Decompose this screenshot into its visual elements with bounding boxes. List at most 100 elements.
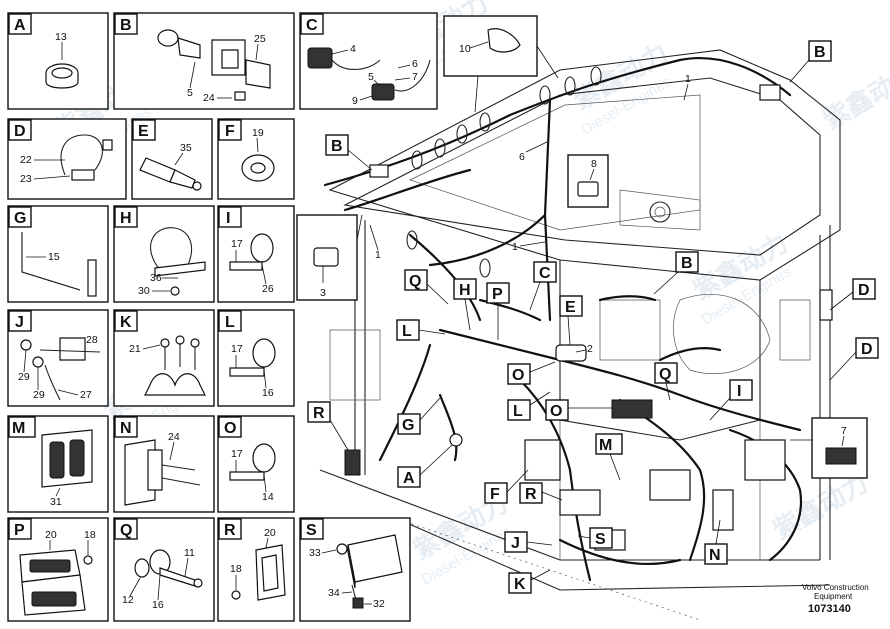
main-part-numbers: 1 1 1 6 2 (369, 73, 691, 355)
svg-text:B: B (681, 255, 693, 272)
panel-h: H 36 30 (113, 205, 215, 303)
svg-text:L: L (402, 323, 412, 340)
svg-text:16: 16 (152, 599, 164, 611)
callout-c: C (529, 261, 557, 311)
callout-s: S (577, 527, 613, 549)
svg-text:33: 33 (309, 547, 321, 559)
callout-r: R (519, 482, 563, 504)
svg-text:16: 16 (262, 387, 274, 399)
svg-text:19: 19 (252, 127, 264, 139)
panel-tag: K (120, 314, 132, 331)
panel-g: G 15 (7, 205, 109, 303)
panel-tag: P (14, 522, 25, 539)
callout-k: K (508, 569, 551, 594)
svg-text:E: E (565, 299, 576, 316)
svg-text:11: 11 (184, 547, 195, 559)
callout-g: G (397, 397, 441, 435)
main-number-label: 6 (519, 151, 525, 163)
panel-r: R 20 18 (217, 517, 295, 622)
panel-tag: L (225, 314, 235, 331)
svg-text:24: 24 (203, 92, 215, 104)
panel-o: O 17 14 (217, 415, 295, 513)
panel-q: Q 11 12 16 (113, 517, 215, 622)
svg-text:O: O (512, 367, 524, 384)
svg-text:5: 5 (187, 87, 193, 99)
svg-text:I: I (737, 383, 741, 400)
svg-text:R: R (525, 486, 537, 503)
svg-text:20: 20 (45, 529, 57, 541)
callout-b: B (325, 134, 373, 171)
panel-tag: B (120, 17, 132, 34)
main-number-label: 1 (685, 73, 691, 85)
svg-text:21: 21 (129, 343, 141, 355)
svg-text:32: 32 (373, 598, 385, 610)
svg-text:B: B (814, 44, 826, 61)
panel-tag: Q (120, 522, 132, 539)
svg-text:J: J (511, 535, 520, 552)
main-number-label: 1 (512, 241, 518, 253)
wiring-harness (323, 56, 833, 582)
svg-text:D: D (858, 282, 870, 299)
main-number-label: 2 (587, 343, 593, 355)
svg-text:34: 34 (328, 587, 340, 599)
callout-d: D (829, 278, 876, 311)
panel-p: P 20 18 (7, 517, 109, 622)
svg-text:17: 17 (231, 238, 243, 250)
callout-q: Q (404, 269, 449, 305)
panel-j: J 28 29 29 27 (7, 309, 109, 407)
callout-e: E (559, 295, 583, 346)
callout-l: L (507, 391, 551, 421)
panel-tag: J (15, 314, 24, 331)
callout-o: O (545, 399, 612, 421)
svg-text:17: 17 (231, 448, 243, 460)
callout-b: B (789, 40, 832, 83)
callout-f: F (484, 469, 529, 504)
svg-text:29: 29 (33, 389, 45, 401)
svg-text:29: 29 (18, 371, 30, 383)
panel-f: F 19 (217, 118, 295, 200)
panel-tag: A (14, 17, 26, 34)
svg-text:R: R (313, 405, 325, 422)
panel-n: N 24 (113, 415, 215, 513)
svg-text:A: A (403, 470, 415, 487)
svg-text:26: 26 (262, 283, 274, 295)
svg-text:15: 15 (48, 251, 60, 263)
panel-tag: I (226, 210, 230, 227)
svg-text:8: 8 (591, 158, 597, 170)
svg-text:5: 5 (368, 71, 374, 83)
callout-a: A (397, 444, 453, 488)
panel-d: D 22 23 (7, 118, 127, 200)
panel-c: C 4 6 7 9 5 (299, 12, 438, 110)
svg-text:B: B (331, 138, 343, 155)
svg-text:13: 13 (55, 31, 67, 43)
svg-text:Q: Q (409, 273, 421, 290)
panel-tag: O (224, 420, 236, 437)
panel-tag: G (14, 210, 26, 227)
svg-text:S: S (595, 531, 606, 548)
detail-box-7: 7 (790, 417, 868, 479)
svg-text:12: 12 (122, 594, 134, 606)
svg-text:O: O (550, 403, 562, 420)
panel-tag: D (14, 123, 26, 140)
publisher-line: Volvo Construction (802, 583, 869, 592)
panel-tag: R (224, 522, 236, 539)
svg-text:H: H (459, 282, 471, 299)
panel-l: L 17 16 (217, 309, 295, 407)
detail-box-3: 3 (296, 214, 363, 301)
panel-tag: S (306, 522, 317, 539)
svg-text:7: 7 (841, 425, 847, 437)
callout-tags: B B B C D D E (307, 40, 879, 594)
panel-i: I 17 26 (217, 205, 295, 303)
svg-text:6: 6 (412, 58, 418, 70)
panel-tag: N (120, 420, 132, 437)
panel-tag: C (306, 17, 318, 34)
publisher-line: Equipment (814, 592, 853, 601)
svg-text:C: C (539, 265, 551, 282)
callout-q: Q (654, 362, 678, 401)
svg-text:Q: Q (659, 366, 671, 383)
panel-m: M 31 (7, 415, 109, 513)
svg-text:P: P (492, 286, 503, 303)
panel-k: K 21 (113, 309, 215, 407)
svg-text:36: 36 (150, 272, 162, 284)
